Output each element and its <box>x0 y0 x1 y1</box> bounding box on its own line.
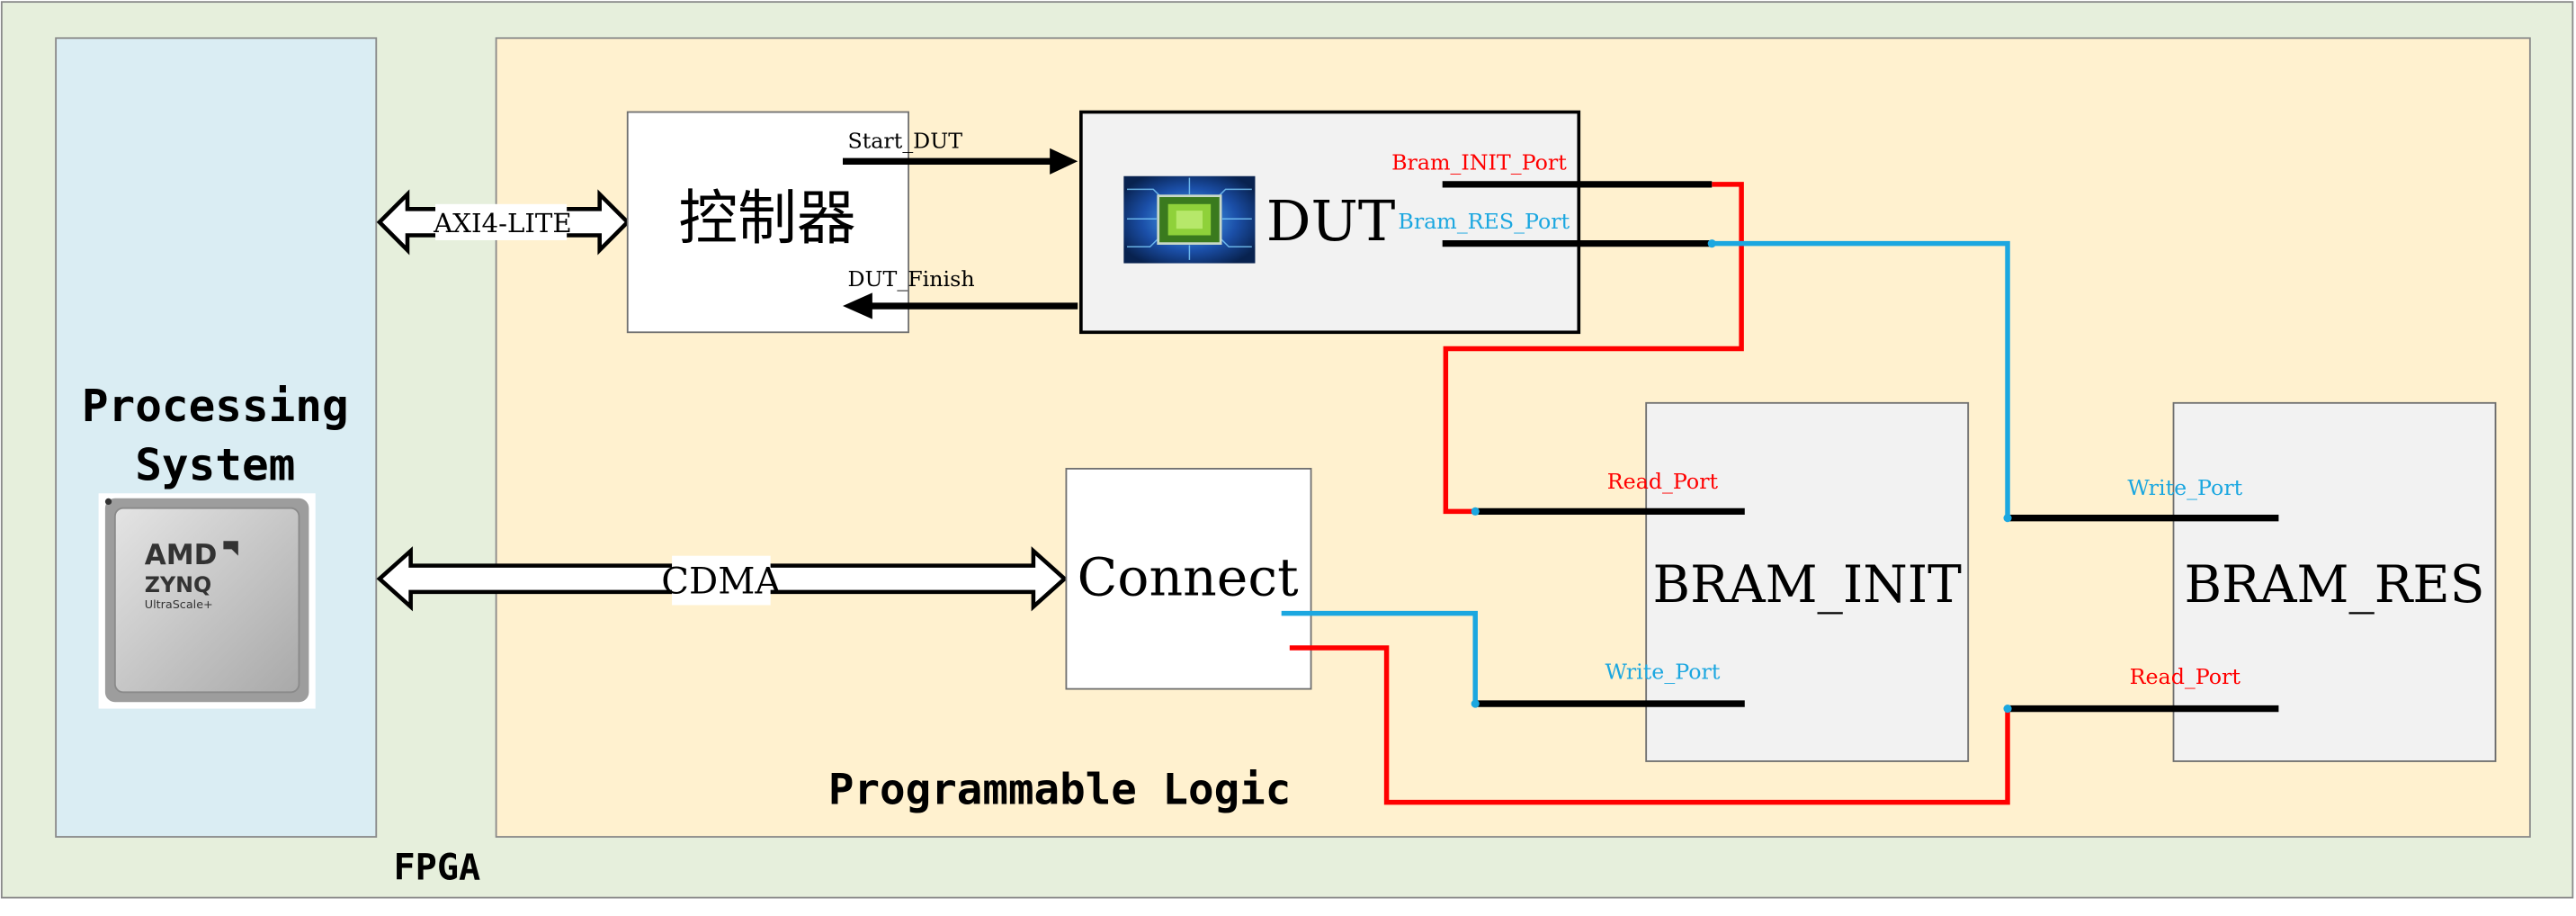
fpga-label: FPGA <box>393 848 480 889</box>
axi4-lite-arrow: AXI4-LITE <box>376 189 631 256</box>
wire-connect-to-bram-init-write <box>1281 610 1478 705</box>
axi4-lite-label: AXI4-LITE <box>433 208 572 238</box>
controller-label: 控制器 <box>678 184 855 253</box>
processing-system-label-line1: Processing <box>82 380 349 432</box>
bram-res-write-port-label: Write_Port <box>2127 475 2242 500</box>
zynq-text: ZYNQ <box>145 572 211 597</box>
start-dut-arrowhead <box>1050 148 1078 175</box>
amd-zynq-chip-icon: AMD ZYNQ UltraScale+ <box>98 493 316 709</box>
bram-res-block <box>2172 401 2497 762</box>
programmable-logic-label: Programmable Logic <box>828 765 1291 814</box>
bram-init-read-port-label: Read_Port <box>1607 469 1719 494</box>
bram-init-label: BRAM_INIT <box>1652 555 1962 615</box>
start-dut-label: Start_DUT <box>847 129 962 154</box>
amd-logo-text: AMD <box>145 539 218 571</box>
wire-dut-to-bram-res-write <box>1712 240 2010 518</box>
bram-init-write-port-label: Write_Port <box>1605 660 1720 685</box>
ultrascale-text: UltraScale+ <box>145 598 213 612</box>
bram-init-port-label: Bram_INIT_Port <box>1391 149 1567 175</box>
dut-finish-label: DUT_Finish <box>847 266 974 292</box>
controller-block <box>626 111 909 334</box>
circuit-chip-icon <box>1123 175 1256 264</box>
wire-dut-to-bram-init-read <box>1443 182 1744 515</box>
connect-label: Connect <box>1078 547 1299 608</box>
bram-res-port-label: Bram_RES_Port <box>1398 209 1570 234</box>
dut-finish-arrowhead <box>843 292 872 319</box>
cdma-label: CDMA <box>661 561 782 603</box>
connect-block <box>1065 467 1312 690</box>
processing-system-region <box>55 37 378 838</box>
cdma-arrow: CDMA <box>376 546 1069 612</box>
bram-res-label: BRAM_RES <box>2184 555 2484 615</box>
bram-res-read-port-label: Read_Port <box>2130 664 2241 689</box>
processing-system-label-line2: System <box>135 439 295 491</box>
wire-bram-res-read-to-connect <box>1289 645 2010 805</box>
dut-label: DUT <box>1266 188 1396 254</box>
